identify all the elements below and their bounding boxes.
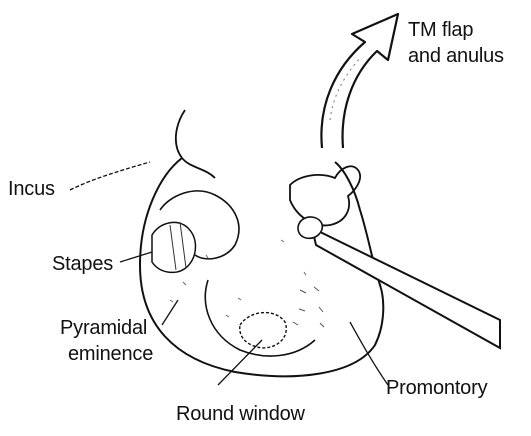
- surface-stipple: [170, 240, 306, 317]
- stapes-leader: [120, 252, 152, 262]
- incus-shape: [176, 110, 215, 178]
- promontory-label: Promontory: [386, 376, 487, 400]
- eminence-label: eminence: [68, 342, 153, 366]
- tm-flap-shape: [290, 166, 360, 225]
- promontory-texture: [293, 287, 324, 327]
- pyramidal-label: Pyramidal: [60, 316, 147, 340]
- round-window-label: Round window: [176, 402, 305, 426]
- incus-label: Incus: [8, 177, 55, 201]
- stapes-label: Stapes: [52, 252, 113, 276]
- instrument-tip: [298, 217, 322, 238]
- surgical-instrument: [312, 228, 500, 348]
- stapes-shape: [152, 222, 196, 272]
- incus-leader: [70, 162, 150, 190]
- middle-ear-outline: [140, 158, 383, 376]
- tm-flap-label: TM flap: [408, 18, 473, 42]
- pyramidal-leader: [162, 300, 178, 325]
- incus-body: [160, 191, 239, 259]
- round-window-leader: [218, 340, 262, 385]
- round-window-niche: [240, 313, 287, 348]
- anulus-label: and anulus: [408, 44, 504, 68]
- inner-rim: [205, 280, 315, 356]
- stapes-crus: [170, 222, 186, 270]
- flap-direction-arrow: [321, 14, 398, 148]
